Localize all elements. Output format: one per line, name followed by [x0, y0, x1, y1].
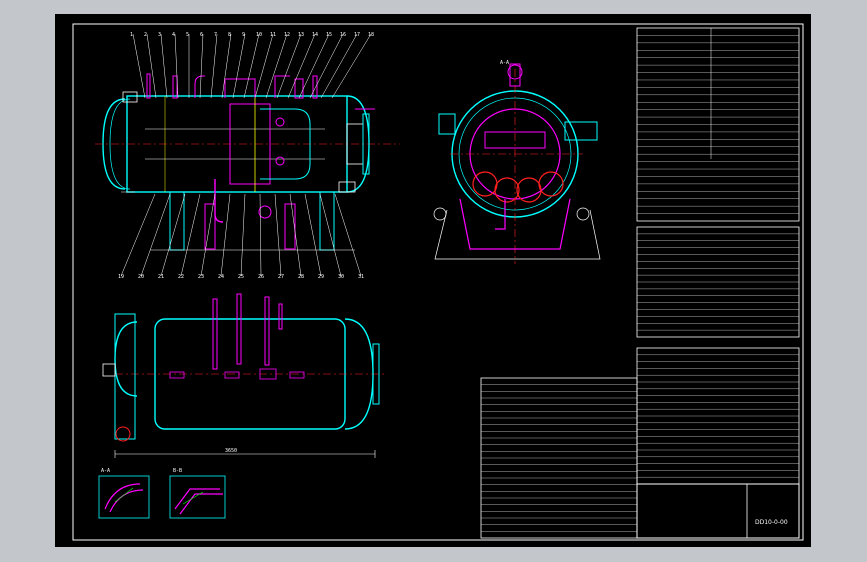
top-leader-8: [232, 33, 246, 99]
bottom-leader-8: [274, 193, 282, 277]
bottom-label-10: 29: [318, 274, 324, 280]
top-label-3: 4: [172, 32, 175, 38]
top-label-0: 1: [130, 32, 133, 38]
top-leader-16: [320, 33, 358, 99]
top-leader-12: [276, 33, 302, 99]
data-tables: [480, 27, 800, 539]
bottom-label-5: 24: [218, 274, 224, 280]
vessel-end-view: [433, 63, 601, 264]
bottom-leader-6: [240, 193, 246, 277]
bottom-leader-0: [120, 193, 156, 277]
top-leader-7: [221, 33, 232, 99]
top-label-15: 16: [340, 32, 346, 38]
top-label-14: 15: [326, 32, 332, 38]
top-leader-6: [210, 33, 218, 99]
top-leader-0: [132, 33, 146, 99]
bottom-label-7: 26: [258, 274, 264, 280]
drawing-border: [72, 23, 804, 541]
bottom-leader-4: [200, 193, 216, 277]
bottom-leader-12: [334, 193, 362, 277]
top-label-2: 3: [158, 32, 161, 38]
detail-b-title: B-B: [173, 468, 182, 474]
bottom-label-11: 30: [338, 274, 344, 280]
bottom-balloon-row: 19 20 21 22 23 24 25 26 27 28 29 30 31: [118, 193, 364, 280]
bottom-label-3: 22: [178, 274, 184, 280]
vessel-side-view: [102, 293, 385, 458]
weld-detail-a: [98, 475, 150, 519]
weld-detail-b: [169, 475, 226, 519]
bottom-label-4: 23: [198, 274, 204, 280]
top-label-10: 11: [270, 32, 276, 38]
top-label-11: 12: [284, 32, 290, 38]
top-label-12: 13: [298, 32, 304, 38]
bottom-leader-10: [304, 193, 322, 277]
top-label-6: 7: [214, 32, 217, 38]
table-rows: [481, 35, 799, 532]
top-leader-17: [331, 33, 372, 99]
top-leader-14: [298, 33, 330, 99]
top-label-4: 5: [186, 32, 189, 38]
overall-length-dim: 3650: [225, 448, 237, 454]
bottom-label-12: 31: [358, 274, 364, 280]
top-leader-9: [243, 33, 260, 99]
top-leader-5: [199, 33, 204, 99]
top-leader-11: [265, 33, 288, 99]
detail-a-title: A-A: [101, 468, 110, 474]
end-view-label: A-A: [500, 60, 509, 66]
top-leader-10: [254, 33, 274, 99]
bottom-label-9: 28: [298, 274, 304, 280]
bottom-leader-3: [180, 193, 201, 277]
top-label-9: 10: [256, 32, 262, 38]
top-label-7: 8: [228, 32, 231, 38]
bottom-leader-5: [220, 193, 231, 277]
top-leader-2: [160, 33, 168, 99]
top-leader-3: [174, 33, 179, 99]
top-leader-15: [309, 33, 344, 99]
bottom-leader-1: [140, 193, 171, 277]
bottom-leader-9: [289, 193, 302, 277]
top-label-8: 9: [242, 32, 245, 38]
top-leader-13: [287, 33, 316, 99]
bottom-label-1: 20: [138, 274, 144, 280]
top-label-16: 17: [354, 32, 360, 38]
bottom-label-0: 19: [118, 274, 124, 280]
bottom-label-6: 25: [238, 274, 244, 280]
top-label-13: 14: [312, 32, 318, 38]
bottom-leader-7: [259, 193, 262, 277]
bottom-label-8: 27: [278, 274, 284, 280]
bottom-label-2: 21: [158, 274, 164, 280]
top-label-17: 18: [368, 32, 374, 38]
top-label-5: 6: [200, 32, 203, 38]
bottom-leader-2: [160, 193, 186, 277]
top-leader-1: [146, 33, 157, 99]
drawing-number: DD10-0-00: [755, 519, 788, 526]
bottom-leader-11: [319, 193, 342, 277]
vessel-front-view: [95, 73, 400, 251]
top-label-1: 2: [144, 32, 147, 38]
